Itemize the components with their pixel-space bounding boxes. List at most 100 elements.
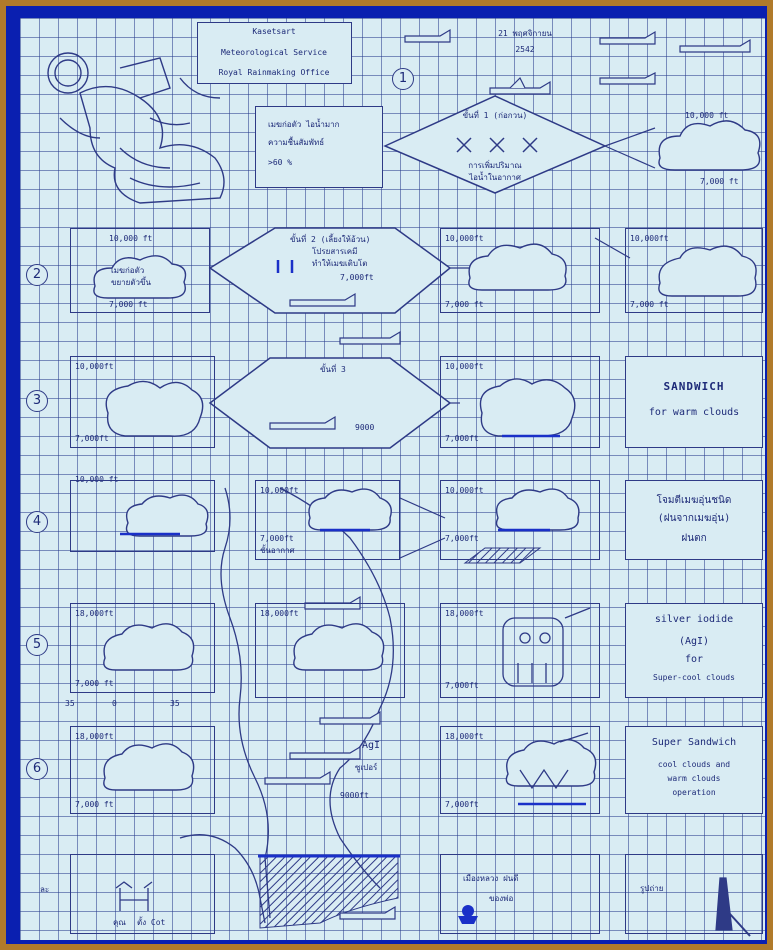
step3-box-b: 10,000ft 7,000ft [440,356,600,448]
step6-right-4: operation [626,787,762,798]
step-number-2: 2 [26,264,48,286]
step2-mid-bottom: 7,000 ft [445,299,484,310]
step4-info-box: โจมตีเมฆอุ่นชนิด (ฝนจากเมฆอุ่น) ฝนตก [625,480,763,560]
footer-legend-label-2: ตั้ง Cot [137,917,165,928]
step1-center-bottom-2: ไอน้ำในอากาศ [440,172,550,183]
footer-mid-2: ของพ่อ [489,893,513,904]
step1-condition-box: เมฆก่อตัว ไอน้ำมาก ความชื้นสัมพัทธ์ >60 … [255,106,383,188]
header-org-box: Kasetsart Meteorological Service Royal R… [197,22,352,84]
step-number-3: 3 [26,390,48,412]
step6-c-bottom: 7,000ft [445,799,479,810]
step6-box-c: 18,000ft 7,000ft [440,726,600,814]
step2-left-top: 10,000 ft [109,233,152,244]
step6-a-top: 18,000ft [75,731,114,742]
cloud-icon [659,121,760,170]
step5-below-2: 0 [112,698,117,709]
step1-note-3: >60 % [268,157,292,168]
step2-center-4: 7,000ft [340,272,374,283]
airplane-icon [680,40,750,52]
org-line1: Kasetsart [198,26,350,37]
step5-right-4: Super-cool clouds [626,672,762,683]
step1-note-1: เมฆก่อตัว ไอน้ำมาก [268,119,340,130]
airplane-icon [265,772,330,784]
step5-c-top: 18,000ft [445,608,484,619]
step2-right-bottom: 7,000 ft [630,299,669,310]
step5-c-bottom: 7,000ft [445,680,479,691]
step2-center-3: ทำให้เมฆเติบโต [312,258,367,269]
step5-a-bottom: 7,000 ft [75,678,114,689]
step4-right-2: (ฝนจากเมฆอุ่น) [626,513,762,524]
step4-b-top: 10,000ft [260,485,299,496]
step2-box-a: 10,000 ft เมฆก่อตัว ขยายตัวขึ้น 7,000 ft [70,228,210,313]
step3-center-bottom: 9000 [355,422,374,433]
org-line3: Royal Rainmaking Office [198,67,350,78]
step-number-6: 6 [26,758,48,780]
step-number-1: 1 [392,68,414,90]
step6-box-a: 18,000ft 7,000 ft [70,726,215,814]
step4-right-1: โจมตีเมฆอุ่นชนิด [626,495,762,506]
step5-below-1: 35 [65,698,75,709]
sandwich-title: SANDWICH [626,381,762,392]
step2-left-bottom: 7,000 ft [109,299,148,310]
step2-left-mid-1: เมฆก่อตัว [111,265,144,276]
airplane-icon [320,712,380,724]
step3-box-a: 10,000ft 7,000ft [70,356,215,448]
step4-box-c: 10,000ft 7,000ft [440,480,600,560]
step3-sandwich-box: SANDWICH for warm clouds [625,356,763,448]
airplane-icon [290,747,360,759]
step6-right-2: cool clouds and [626,759,762,770]
step6-info-box: Super Sandwich cool clouds and warm clou… [625,726,763,814]
footer-right: รูปถ่าย [640,883,663,894]
step1-note-2: ความชื้นสัมพัทธ์ [268,137,324,148]
footer-legend-label-1: คุณ [113,917,126,928]
step2-center-1: ขั้นที่ 2 (เลี้ยงให้อ้วน) [290,234,370,245]
step4-b-bottom: ชั้นอากาศ [260,545,295,556]
step4-c-top: 10,000ft [445,485,484,496]
step6-plane-2: 9000ft [340,790,369,801]
step1-right-bottom: 7,000 ft [700,176,739,187]
step3-a-bottom: 7,000ft [75,433,109,444]
step3-center-top: ขั้นที่ 3 [320,364,346,375]
step2-center-2: โปรยสารเคมี [312,246,357,257]
step6-right-1: Super Sandwich [626,737,762,748]
date-line1: 21 พฤศจิกายน [475,28,575,39]
step1-center-bottom-1: การเพิ่มปริมาณ [440,160,550,171]
step1-right-top: 10,000 ft [685,110,728,121]
step-number-5: 5 [26,634,48,656]
sandwich-subtitle: for warm clouds [626,407,762,418]
footer-mid-box: เมืองหลวง ฝนดี ของพ่อ [440,854,600,934]
date-line2: 2542 [475,44,575,55]
airplane-icon [490,78,550,94]
airplane-icon [405,30,450,42]
org-line2: Meteorological Service [198,47,350,58]
airplane-icon [600,32,655,44]
step3-a-top: 10,000ft [75,361,114,372]
step4-c-bottom: 7,000ft [445,533,479,544]
step4-b-mid: 7,000ft [260,533,294,544]
footer-legend-box: คุณ ตั้ง Cot [70,854,215,934]
footer-mid-1: เมืองหลวง ฝนดี [463,873,518,884]
step5-below-3: 35 [170,698,180,709]
step5-right-3: for [626,654,762,665]
footer-legend-left: ละ [40,884,49,895]
step-number-4: 4 [26,511,48,533]
step3-b-bottom: 7,000ft [445,433,479,444]
step6-plane-1: ซูเปอร์ [355,762,377,773]
footer-right-box: รูปถ่าย [625,854,763,934]
step5-right-1: silver iodide [626,614,762,625]
step6-a-bottom: 7,000 ft [75,799,114,810]
step5-a-top: 18,000ft [75,608,114,619]
step6-c-top: 18,000ft [445,731,484,742]
step2-right-top: 10,000ft [630,233,669,244]
step2-box-c: 10,000ft 7,000 ft [625,228,763,313]
step5-box-c: 18,000ft 7,000ft [440,603,600,698]
step4-box-b: 10,000ft 7,000ft ชั้นอากาศ [255,480,400,560]
step4-right-3: ฝนตก [626,533,762,544]
step5-right-2: (AgI) [626,636,762,647]
step3-b-top: 10,000ft [445,361,484,372]
step4-box-a [70,480,215,552]
airplane-icon [600,73,655,84]
step5-box-a: 18,000ft 7,000 ft [70,603,215,693]
step2-left-mid-2: ขยายตัวขึ้น [111,277,151,288]
